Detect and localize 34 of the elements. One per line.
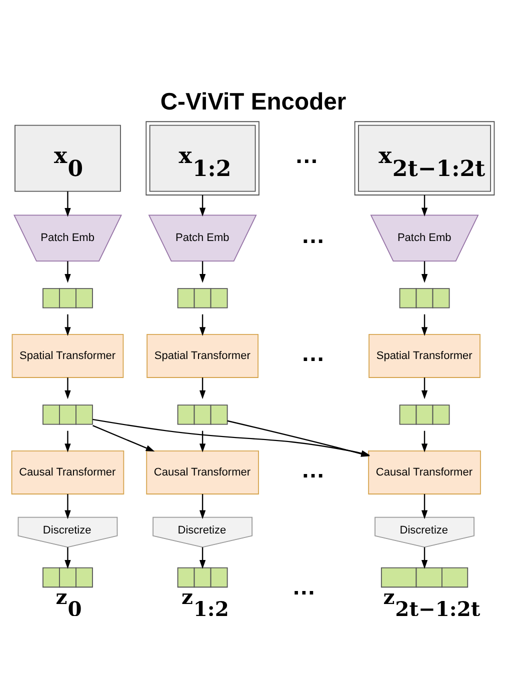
- arrow: [64, 191, 71, 217]
- arrow: [199, 314, 206, 336]
- label: …: [292, 574, 316, 601]
- arrow: [421, 430, 428, 452]
- label: …: [301, 340, 325, 367]
- arrow: [199, 195, 206, 217]
- arrow: [199, 430, 206, 452]
- arrow: [199, 378, 206, 400]
- arrow: [64, 547, 71, 569]
- arrow: [421, 195, 428, 217]
- arrow: [64, 314, 71, 336]
- arrow: [64, 378, 71, 400]
- node-box: Spatial Transformer: [368, 334, 480, 378]
- node-box: Spatial Transformer: [12, 334, 124, 378]
- arrow: [199, 547, 206, 569]
- arrow: [199, 494, 206, 520]
- label: …: [301, 222, 325, 249]
- node-box: Causal Transformer: [11, 450, 124, 494]
- node-box: Causal Transformer: [146, 450, 259, 494]
- arrow: [421, 547, 428, 569]
- arrow: [421, 378, 428, 400]
- arrow: [421, 314, 428, 336]
- arrow: [421, 261, 428, 283]
- node-box: Causal Transformer: [368, 450, 481, 494]
- arrow: [64, 430, 71, 452]
- label: …: [301, 456, 325, 484]
- arrow: [64, 494, 71, 520]
- diagram-title: C-ViViT Encoder: [160, 88, 346, 116]
- arrow: [421, 494, 428, 520]
- arrow: [199, 261, 206, 283]
- label: …: [294, 142, 319, 170]
- arrow: [64, 261, 71, 283]
- arrow: [92, 425, 155, 452]
- node-box: Spatial Transformer: [146, 334, 258, 378]
